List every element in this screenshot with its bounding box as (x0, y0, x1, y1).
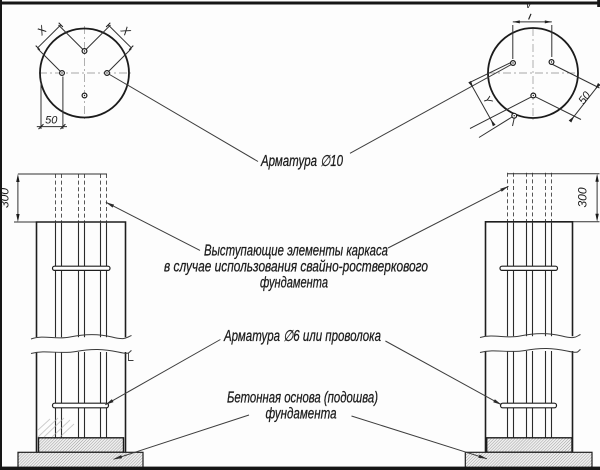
svg-text:Выступающие элементы каркаса: Выступающие элементы каркаса (204, 243, 388, 260)
svg-text:300: 300 (0, 188, 12, 208)
svg-text:Арматура ∅10: Арматура ∅10 (260, 153, 343, 170)
svg-text:v: v (526, 0, 532, 11)
svg-text:300: 300 (576, 187, 590, 207)
svg-text:50: 50 (45, 115, 58, 127)
svg-text:Бетонная основа (подошва): Бетонная основа (подошва) (227, 390, 378, 407)
svg-text:в случае использования свайно-: в случае использования свайно-ростверков… (164, 259, 428, 276)
svg-text:фундамента: фундамента (266, 406, 337, 423)
svg-text:фундамента: фундамента (260, 275, 328, 292)
svg-text:Арматура ∅6 или проволока: Арматура ∅6 или проволока (223, 328, 381, 345)
